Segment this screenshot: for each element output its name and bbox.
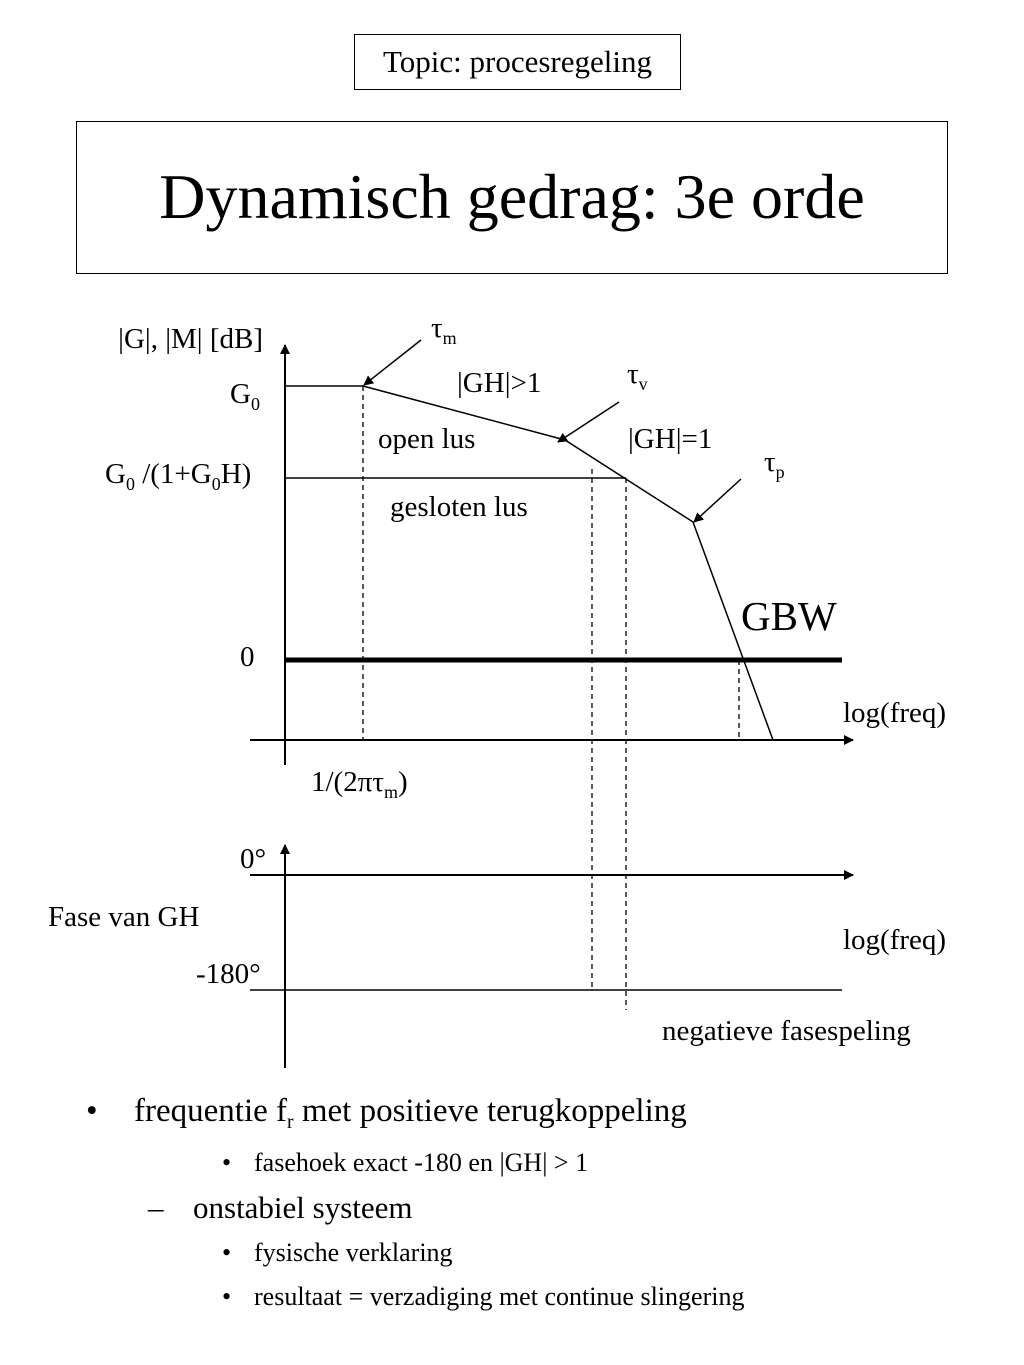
g0-label: G0: [230, 378, 260, 414]
tau-m-label: τm: [431, 312, 457, 348]
closed-loop-level-label: G0 /(1+G0H): [105, 458, 251, 494]
dash-text: onstabiel systeem: [193, 1190, 413, 1225]
tau-v-label: τv: [627, 358, 648, 394]
gbw-label: GBW: [741, 593, 837, 639]
tau-m-arrow: [363, 339, 422, 386]
topic-label: Topic: procesregeling: [354, 34, 681, 90]
closed-loop-label: gesloten lus: [390, 491, 528, 523]
bullet-mark: •: [222, 1238, 232, 1267]
bullet-mark: •: [222, 1282, 232, 1311]
open-loop-label: open lus: [378, 423, 475, 455]
phase-zero-label: 0°: [240, 843, 266, 875]
dash-mark: –: [148, 1190, 164, 1225]
tau-p-label: τp: [764, 446, 785, 482]
bullet-text: frequentie fr met positieve terugkoppeli…: [134, 1093, 687, 1133]
tau-p-arrow: [693, 478, 742, 523]
zero-db-label: 0: [240, 641, 255, 673]
bullet-text: fasehoek exact -180 en |GH| > 1: [254, 1148, 589, 1177]
gh-equals-one-label: |GH|=1: [628, 423, 712, 455]
bullet-text: resultaat = verzadiging met continue sli…: [254, 1282, 745, 1311]
bullet-mark: •: [86, 1093, 98, 1129]
gh-greater-than-one-label: |GH|>1: [457, 367, 541, 399]
magnitude-x-axis-label: log(freq): [843, 697, 946, 729]
phase-y-axis-label: Fase van GH: [48, 901, 199, 933]
slide-title: Dynamisch gedrag: 3e orde: [76, 121, 948, 274]
magnitude-y-axis-label: |G|, |M| [dB]: [118, 323, 263, 355]
corner-frequency-label: 1/(2πτm): [311, 766, 408, 802]
bullet-mark: •: [222, 1148, 232, 1177]
phase-minus180-label: -180°: [196, 958, 261, 990]
negative-phase-margin-label: negatieve fasespeling: [662, 1015, 911, 1047]
bullet-text: fysische verklaring: [254, 1238, 453, 1267]
phase-x-axis-label: log(freq): [843, 924, 946, 956]
tau-v-arrow: [557, 401, 620, 443]
